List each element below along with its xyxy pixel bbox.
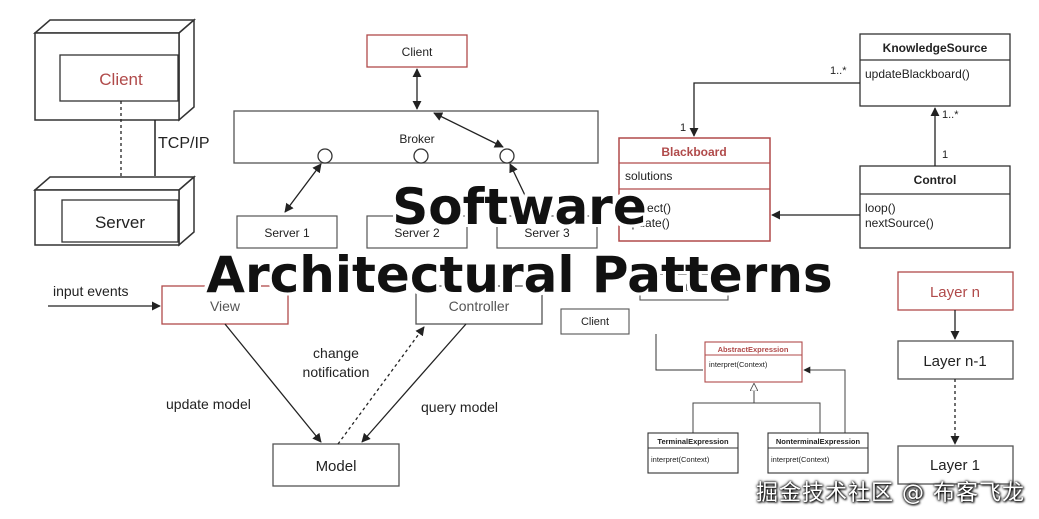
layer-n-1-box — [897, 340, 1014, 380]
server-2-label: Server 2 — [394, 226, 440, 240]
broker-port-2 — [413, 148, 429, 164]
blackboard-method-2: update() — [625, 216, 670, 230]
context-box — [639, 273, 729, 301]
layer-1-box — [897, 445, 1014, 485]
client-node: Client — [32, 18, 197, 122]
control-method-1: loop() — [865, 201, 896, 215]
nonterminal-expression-class: NonterminalExpression interpret(Context) — [767, 432, 869, 474]
blackboard-title: Blackboard — [661, 145, 726, 159]
interpreter-client-label: Client — [581, 316, 609, 328]
blackboard-attribute: solutions — [625, 169, 672, 183]
terminal-expression-method: interpret(Context) — [651, 455, 710, 464]
broker-pattern: Client Broker Server 1 Server 2 Server 3 — [233, 34, 599, 249]
multiplicity-ks-source: 1..* — [830, 65, 847, 77]
change-label: change — [313, 345, 359, 361]
broker-label: Broker — [399, 132, 434, 146]
server-1-box — [236, 215, 338, 249]
broker-client-box — [366, 34, 468, 68]
update-model-label: update model — [166, 396, 251, 412]
query-model-label: query model — [421, 399, 498, 415]
composite-link — [803, 366, 846, 433]
blackboard-pattern: KnowledgeSource updateBlackboard() Black… — [618, 33, 1011, 249]
layer-n-1-label: Layer n-1 — [923, 353, 986, 370]
server-1-label: Server 1 — [264, 226, 310, 240]
server-3-box — [496, 215, 598, 249]
layer-1-label: Layer 1 — [930, 457, 980, 474]
controller-label: Controller — [449, 298, 510, 314]
model-box — [272, 443, 400, 487]
layer-n-label: Layer n — [930, 284, 980, 301]
controller-box — [415, 285, 543, 325]
server-2-box — [366, 215, 468, 249]
terminal-expression-class: TerminalExpression interpret(Context) — [647, 432, 739, 474]
client-server-pattern: Client TCP/IP Server — [32, 18, 210, 247]
title-line-1: Software — [392, 178, 647, 236]
nonterminal-expression-method: interpret(Context) — [771, 455, 830, 464]
server-node: Server — [32, 175, 197, 247]
context-label: Context — [665, 282, 703, 294]
server-3-label: Server 3 — [524, 226, 570, 240]
inheritance-links — [692, 402, 821, 433]
port1-server1-arrow — [284, 163, 322, 213]
port3-server3-arrow — [509, 163, 534, 213]
broker-client-label: Client — [402, 45, 433, 59]
abstract-expression-method: interpret(Context) — [709, 360, 768, 369]
query-model-arrow — [361, 323, 467, 443]
change-notification-arrow — [337, 326, 425, 445]
interpreter-client-box — [560, 308, 630, 335]
layers-pattern: Layer n Layer n-1 Layer 1 — [897, 271, 1014, 485]
multiplicity-control-target: 1..* — [942, 109, 959, 121]
layer-n-box — [897, 271, 1014, 311]
broker-port-1 — [317, 148, 333, 164]
multiplicity-ks-target: 1 — [680, 122, 686, 134]
mvc-pattern: input events View Controller Model updat… — [48, 283, 543, 487]
multiplicity-control-source: 1 — [942, 149, 948, 161]
update-model-arrow — [224, 323, 322, 443]
nonterminal-expression-title: NonterminalExpression — [776, 437, 861, 446]
client-port3-arrow — [433, 112, 504, 148]
client-label: Client — [99, 70, 143, 89]
abstract-expression-class: AbstractExpression interpret(Context) — [704, 341, 803, 383]
blackboard-class: Blackboard solutions inspect() update() — [618, 137, 771, 242]
protocol-label: TCP/IP — [158, 135, 210, 152]
broker-port-3 — [499, 148, 515, 164]
knowledge-source-title: KnowledgeSource — [883, 41, 988, 55]
terminal-expression-title: TerminalExpression — [657, 437, 729, 446]
server-label: Server — [95, 213, 145, 232]
client-to-abstract-link — [655, 334, 703, 371]
watermark: 掘金技术社区 @ 布客飞龙 — [756, 481, 1025, 506]
input-events-label: input events — [53, 283, 129, 299]
notification-label: notification — [303, 364, 370, 380]
model-label: Model — [316, 458, 357, 475]
blackboard-method-1: inspect() — [625, 201, 671, 215]
knowledge-source-method: updateBlackboard() — [865, 67, 970, 81]
interpreter-pattern: Context Client AbstractExpression interp… — [560, 273, 869, 474]
knowledge-source-class: KnowledgeSource updateBlackboard() — [859, 33, 1011, 107]
control-title: Control — [914, 173, 957, 187]
title-line-2: Architectural Patterns — [206, 246, 833, 304]
ks-to-blackboard-arrow — [689, 82, 860, 137]
abstract-expression-title: AbstractExpression — [718, 345, 789, 354]
view-label: View — [210, 298, 241, 314]
control-method-2: nextSource() — [865, 216, 934, 230]
